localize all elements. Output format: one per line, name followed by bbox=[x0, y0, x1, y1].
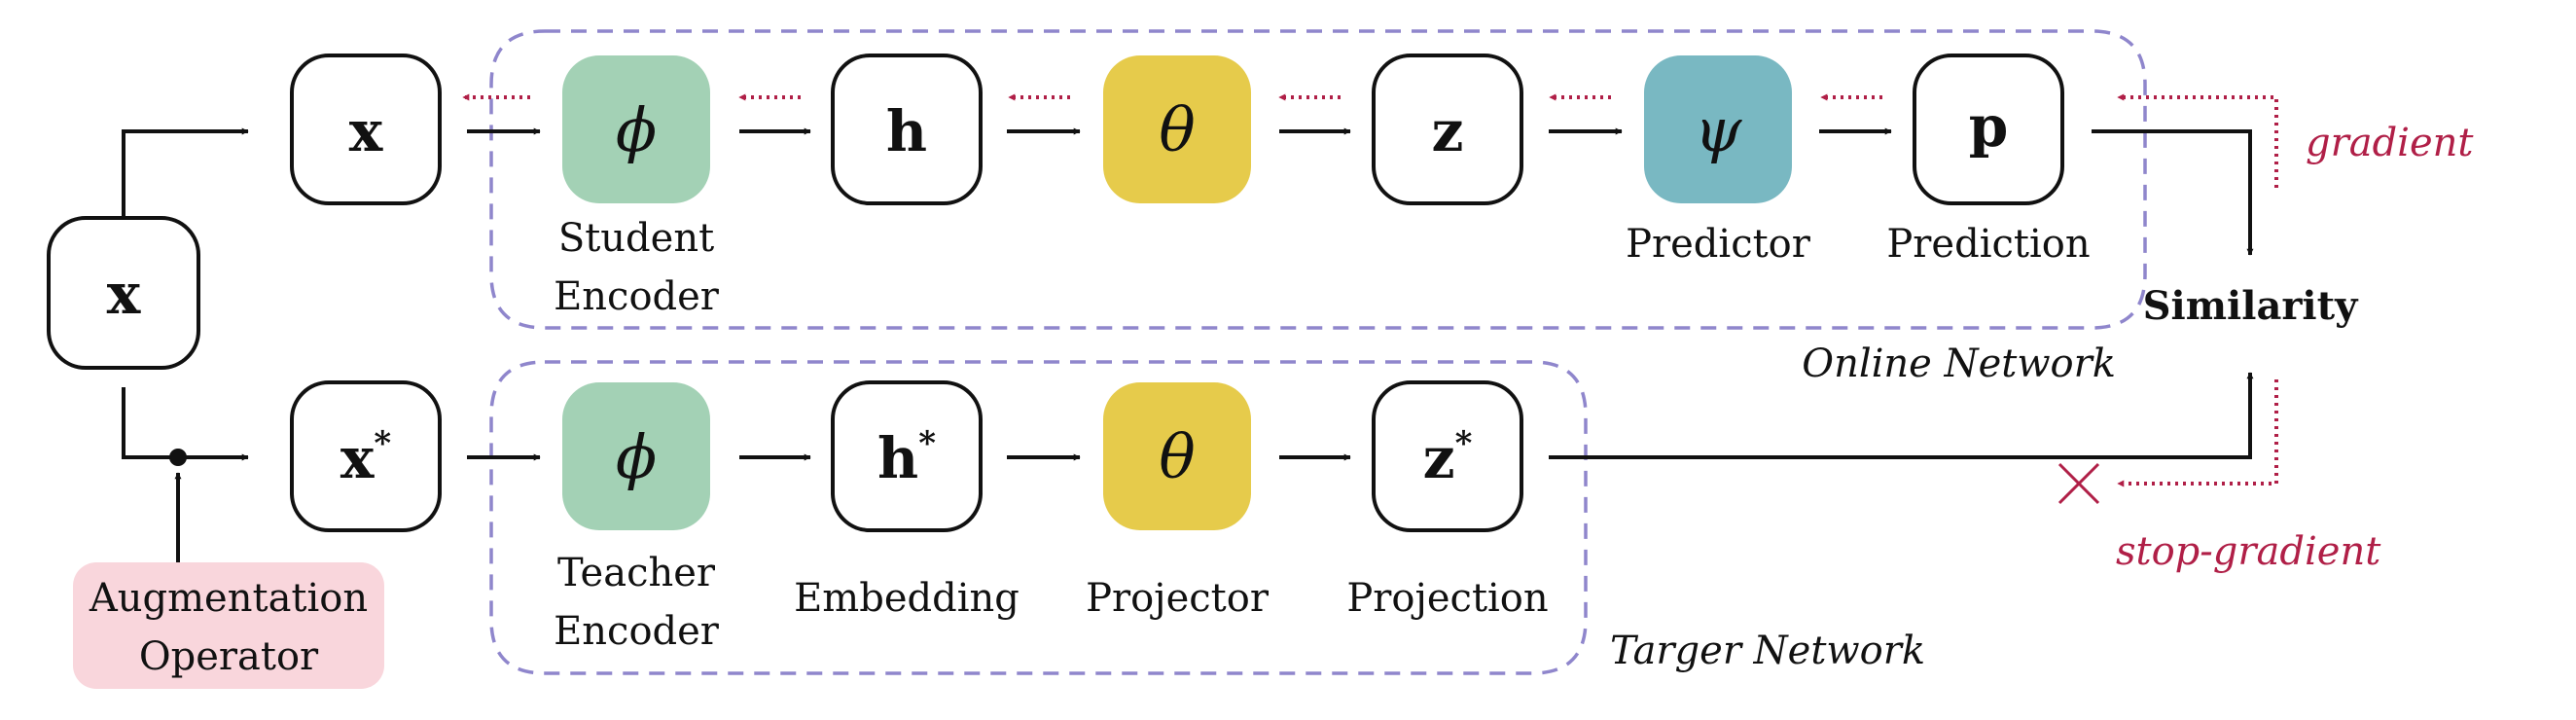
predictor-node bbox=[1644, 55, 1792, 203]
gradient-label: gradient bbox=[2306, 121, 2474, 165]
target-view-label: x* bbox=[340, 424, 392, 491]
predictor-label: Predictor bbox=[1626, 222, 1811, 267]
online-projection-node bbox=[1372, 54, 1523, 205]
prediction-node-label: p bbox=[1969, 93, 2009, 160]
arrow-p-to-similarity bbox=[2092, 129, 2254, 256]
arrow-target-z-to-similarity bbox=[1549, 372, 2254, 459]
stop-gradient-arrow bbox=[2117, 379, 2278, 487]
augmentation-junction-dot bbox=[169, 449, 187, 466]
online-view-node bbox=[290, 54, 442, 205]
student-encoder-symbol: ϕ bbox=[616, 94, 657, 165]
student-encoder-node bbox=[562, 55, 710, 203]
online-projector-node bbox=[1103, 55, 1251, 203]
projector-label: Projector bbox=[1086, 576, 1270, 621]
target-projection-node bbox=[1372, 380, 1523, 532]
target-network-label: Targer Network bbox=[1610, 629, 1925, 673]
input-node bbox=[47, 216, 200, 370]
projection-label: Projection bbox=[1346, 576, 1548, 621]
arrow-input-to-online-view bbox=[122, 127, 249, 216]
online-projector-symbol: θ bbox=[1159, 94, 1195, 165]
online-view-label: x bbox=[349, 98, 383, 164]
arrow-input-to-target-view bbox=[122, 387, 249, 461]
target-projector-node bbox=[1103, 382, 1251, 530]
augmentation-label-line2: Operator bbox=[139, 634, 319, 679]
teacher-encoder-node bbox=[562, 382, 710, 530]
target-embedding-node bbox=[831, 380, 983, 532]
prediction-label: Prediction bbox=[1886, 222, 2090, 267]
online-network-boundary bbox=[489, 29, 2147, 330]
similarity-label: Similarity bbox=[2143, 283, 2359, 329]
stop-gradient-label: stop-gradient bbox=[2116, 529, 2381, 574]
target-view-node bbox=[290, 380, 442, 532]
online-projection-label: z bbox=[1432, 98, 1464, 164]
target-projection-symbol: z* bbox=[1423, 424, 1473, 491]
student-encoder-label-line1: Student bbox=[558, 216, 714, 261]
embedding-label: Embedding bbox=[794, 576, 1020, 621]
prediction-node bbox=[1913, 54, 2064, 205]
input-node-label: x bbox=[107, 261, 141, 327]
online-embedding-node bbox=[831, 54, 983, 205]
stop-gradient-cross-icon bbox=[2057, 462, 2100, 505]
target-embedding-symbol: h* bbox=[877, 424, 936, 491]
teacher-encoder-label-line1: Teacher bbox=[557, 551, 716, 595]
gradient-arrow-to-prediction bbox=[2117, 93, 2278, 188]
predictor-symbol: ψ bbox=[1695, 94, 1743, 165]
student-encoder-label-line2: Encoder bbox=[554, 274, 720, 319]
target-projector-symbol: θ bbox=[1159, 421, 1195, 492]
forward-arrows bbox=[122, 127, 2254, 562]
online-embedding-label: h bbox=[886, 98, 927, 164]
augmentation-operator-box bbox=[73, 562, 384, 689]
online-network-label: Online Network bbox=[1802, 342, 2116, 386]
gradient-arrows bbox=[462, 93, 2278, 487]
teacher-encoder-label-line2: Encoder bbox=[554, 609, 720, 654]
teacher-encoder-symbol: ϕ bbox=[616, 421, 657, 492]
augmentation-label-line1: Augmentation bbox=[89, 576, 368, 621]
target-network-boundary bbox=[489, 360, 1588, 675]
